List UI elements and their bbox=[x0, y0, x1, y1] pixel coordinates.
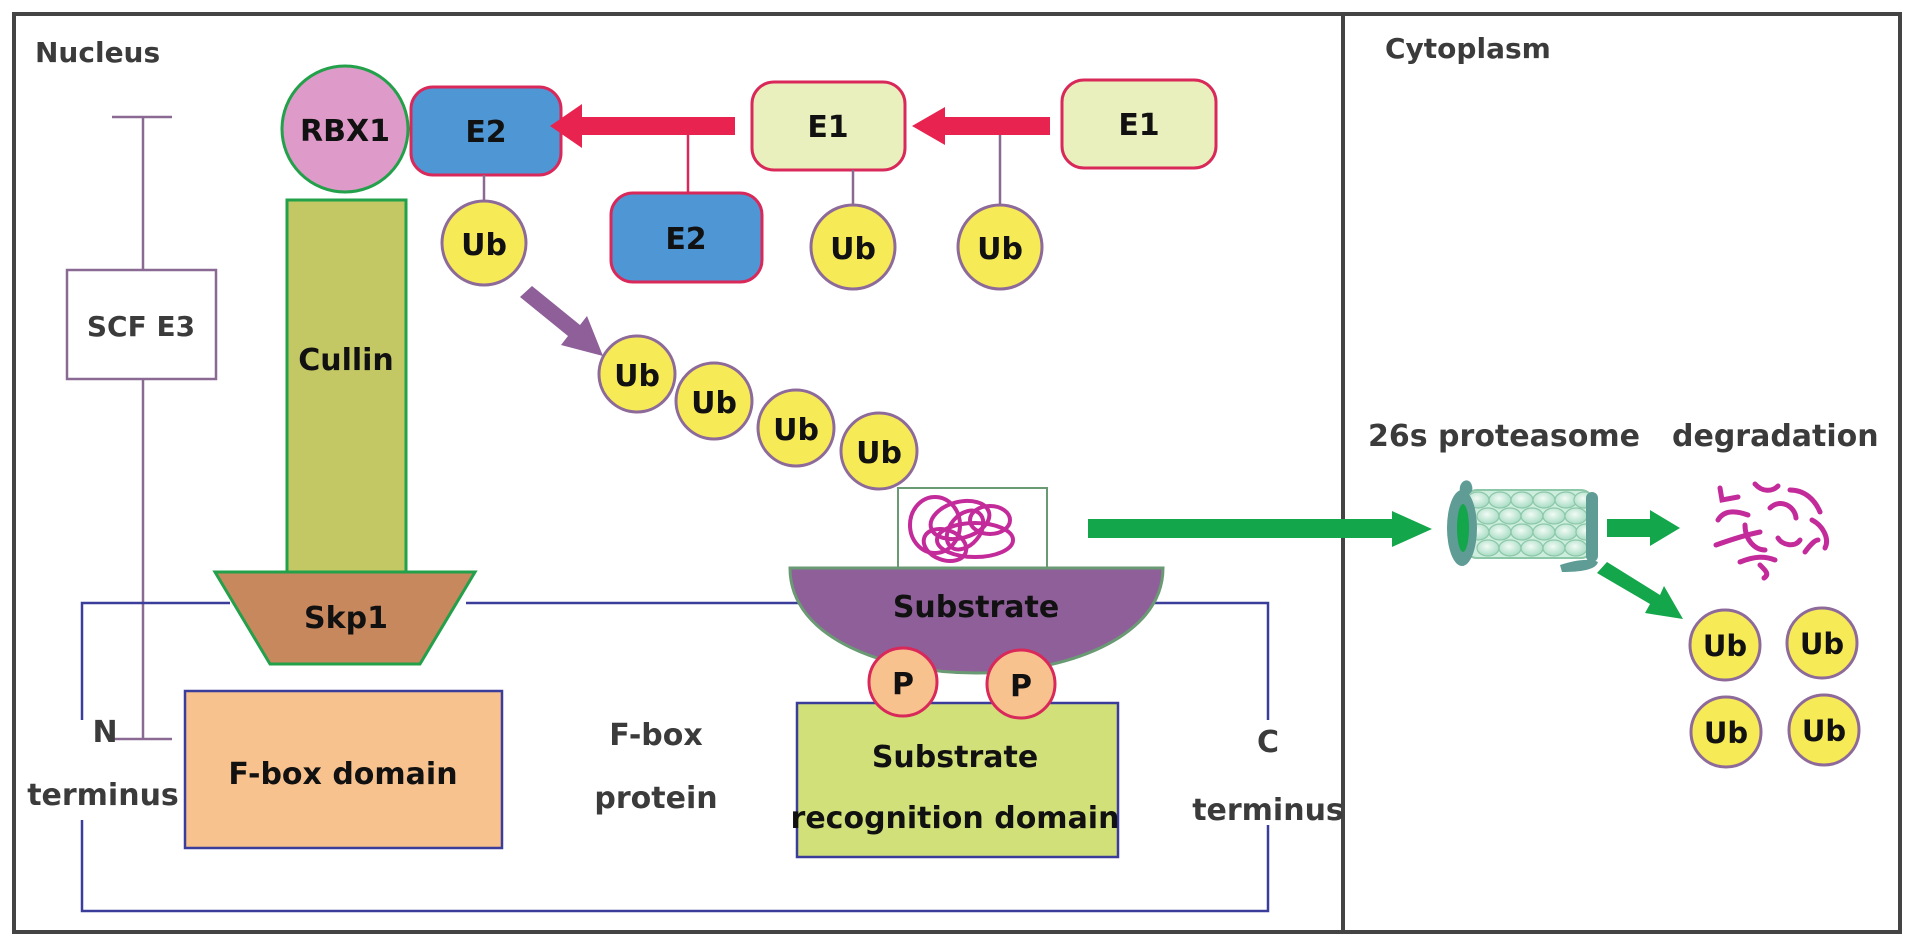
red-arrow-e1-to-e2 bbox=[550, 104, 735, 148]
svg-text:Ub: Ub bbox=[830, 232, 876, 267]
svg-text:Ub: Ub bbox=[1800, 627, 1844, 661]
fbox-frame-top-right bbox=[1154, 601, 1270, 720]
fbox-domain-label: F-box domain bbox=[228, 757, 457, 792]
scf-e3-box bbox=[65, 268, 218, 381]
released-ub-2: Ub bbox=[1785, 606, 1859, 680]
substrate-label: Substrate bbox=[893, 590, 1059, 625]
red-arrow-e1-to-e1 bbox=[912, 107, 1050, 145]
svg-text:Ub: Ub bbox=[773, 413, 819, 448]
poly-ub-chain: Ub Ub Ub Ub bbox=[597, 334, 919, 491]
e2-free-box bbox=[609, 191, 764, 284]
svg-text:Ub: Ub bbox=[1704, 716, 1748, 750]
c-terminus-label-2: terminus bbox=[1192, 793, 1344, 828]
recognition-label-2: recognition domain bbox=[791, 801, 1120, 836]
substrate-recognition-domain bbox=[795, 701, 1120, 859]
e2-bound-label: E2 bbox=[465, 115, 506, 150]
e1-middle-label: E1 bbox=[807, 110, 848, 145]
svg-text:Ub: Ub bbox=[691, 386, 737, 421]
svg-text:Ub: Ub bbox=[977, 232, 1023, 267]
svg-text:Ub: Ub bbox=[614, 359, 660, 394]
ub-on-e2: Ub bbox=[440, 199, 528, 287]
cullin-label: Cullin bbox=[298, 343, 394, 378]
e2-free-label: E2 bbox=[665, 222, 706, 257]
svg-text:Ub: Ub bbox=[1802, 714, 1846, 748]
ub-on-e1-right: Ub bbox=[956, 203, 1044, 291]
green-arrow-to-proteasome bbox=[1088, 511, 1432, 547]
degradation-label: degradation bbox=[1672, 419, 1879, 454]
ub-chain-1: Ub bbox=[597, 334, 677, 414]
peptide-fragments-icon bbox=[1713, 481, 1829, 581]
green-arrow-to-free-ub bbox=[1597, 562, 1683, 619]
scf-e3-label: SCF E3 bbox=[87, 310, 195, 343]
fbox-frame-top-left bbox=[80, 601, 230, 720]
rbx1 bbox=[280, 64, 410, 194]
skp1 bbox=[212, 570, 478, 666]
fbox-protein-label-1: F-box bbox=[609, 718, 702, 753]
purple-arrow-transfer bbox=[520, 286, 603, 356]
svg-text:Ub: Ub bbox=[856, 436, 902, 471]
proteasome-icon bbox=[1447, 480, 1598, 572]
scf-bracket bbox=[112, 115, 172, 741]
svg-text:P: P bbox=[892, 667, 914, 702]
nucleus-label: Nucleus bbox=[35, 36, 160, 69]
fbox-protein-label-2: protein bbox=[594, 781, 717, 816]
ub-chain-3: Ub bbox=[756, 388, 836, 468]
released-ub-3: Ub bbox=[1689, 695, 1763, 769]
ub-chain-4: Ub bbox=[839, 411, 919, 491]
substrate-tangle-icon bbox=[908, 495, 1015, 563]
fbox-domain bbox=[183, 689, 504, 850]
e1-right-label: E1 bbox=[1118, 108, 1159, 143]
e1-right-box bbox=[1060, 78, 1218, 170]
svg-text:Ub: Ub bbox=[461, 228, 507, 263]
recognition-label-1: Substrate bbox=[872, 740, 1038, 775]
fbox-frame-bottom bbox=[80, 820, 1270, 913]
c-terminus-label-1: C bbox=[1257, 725, 1279, 760]
cullin bbox=[285, 198, 408, 574]
released-ub-1: Ub bbox=[1688, 608, 1762, 682]
phospho-1: P bbox=[867, 646, 939, 718]
outer-frame bbox=[12, 12, 1902, 934]
released-ub-4: Ub bbox=[1787, 693, 1861, 767]
skp1-label: Skp1 bbox=[304, 601, 388, 636]
phospho-2: P bbox=[985, 648, 1057, 720]
cytoplasm-label: Cytoplasm bbox=[1385, 32, 1551, 65]
ub-on-e1-middle: Ub bbox=[809, 203, 897, 291]
ub-chain-2: Ub bbox=[674, 361, 754, 441]
svg-text:P: P bbox=[1010, 669, 1032, 704]
rbx1-label: RBX1 bbox=[300, 114, 390, 149]
n-terminus-label-1: N bbox=[92, 715, 117, 750]
green-arrow-to-fragments bbox=[1607, 510, 1680, 546]
substrate-bowl bbox=[788, 566, 1165, 675]
proteasome-label: 26s proteasome bbox=[1368, 419, 1640, 454]
n-terminus-label-2: terminus bbox=[27, 778, 179, 813]
e1-middle-box bbox=[750, 80, 907, 172]
svg-text:Ub: Ub bbox=[1703, 629, 1747, 663]
